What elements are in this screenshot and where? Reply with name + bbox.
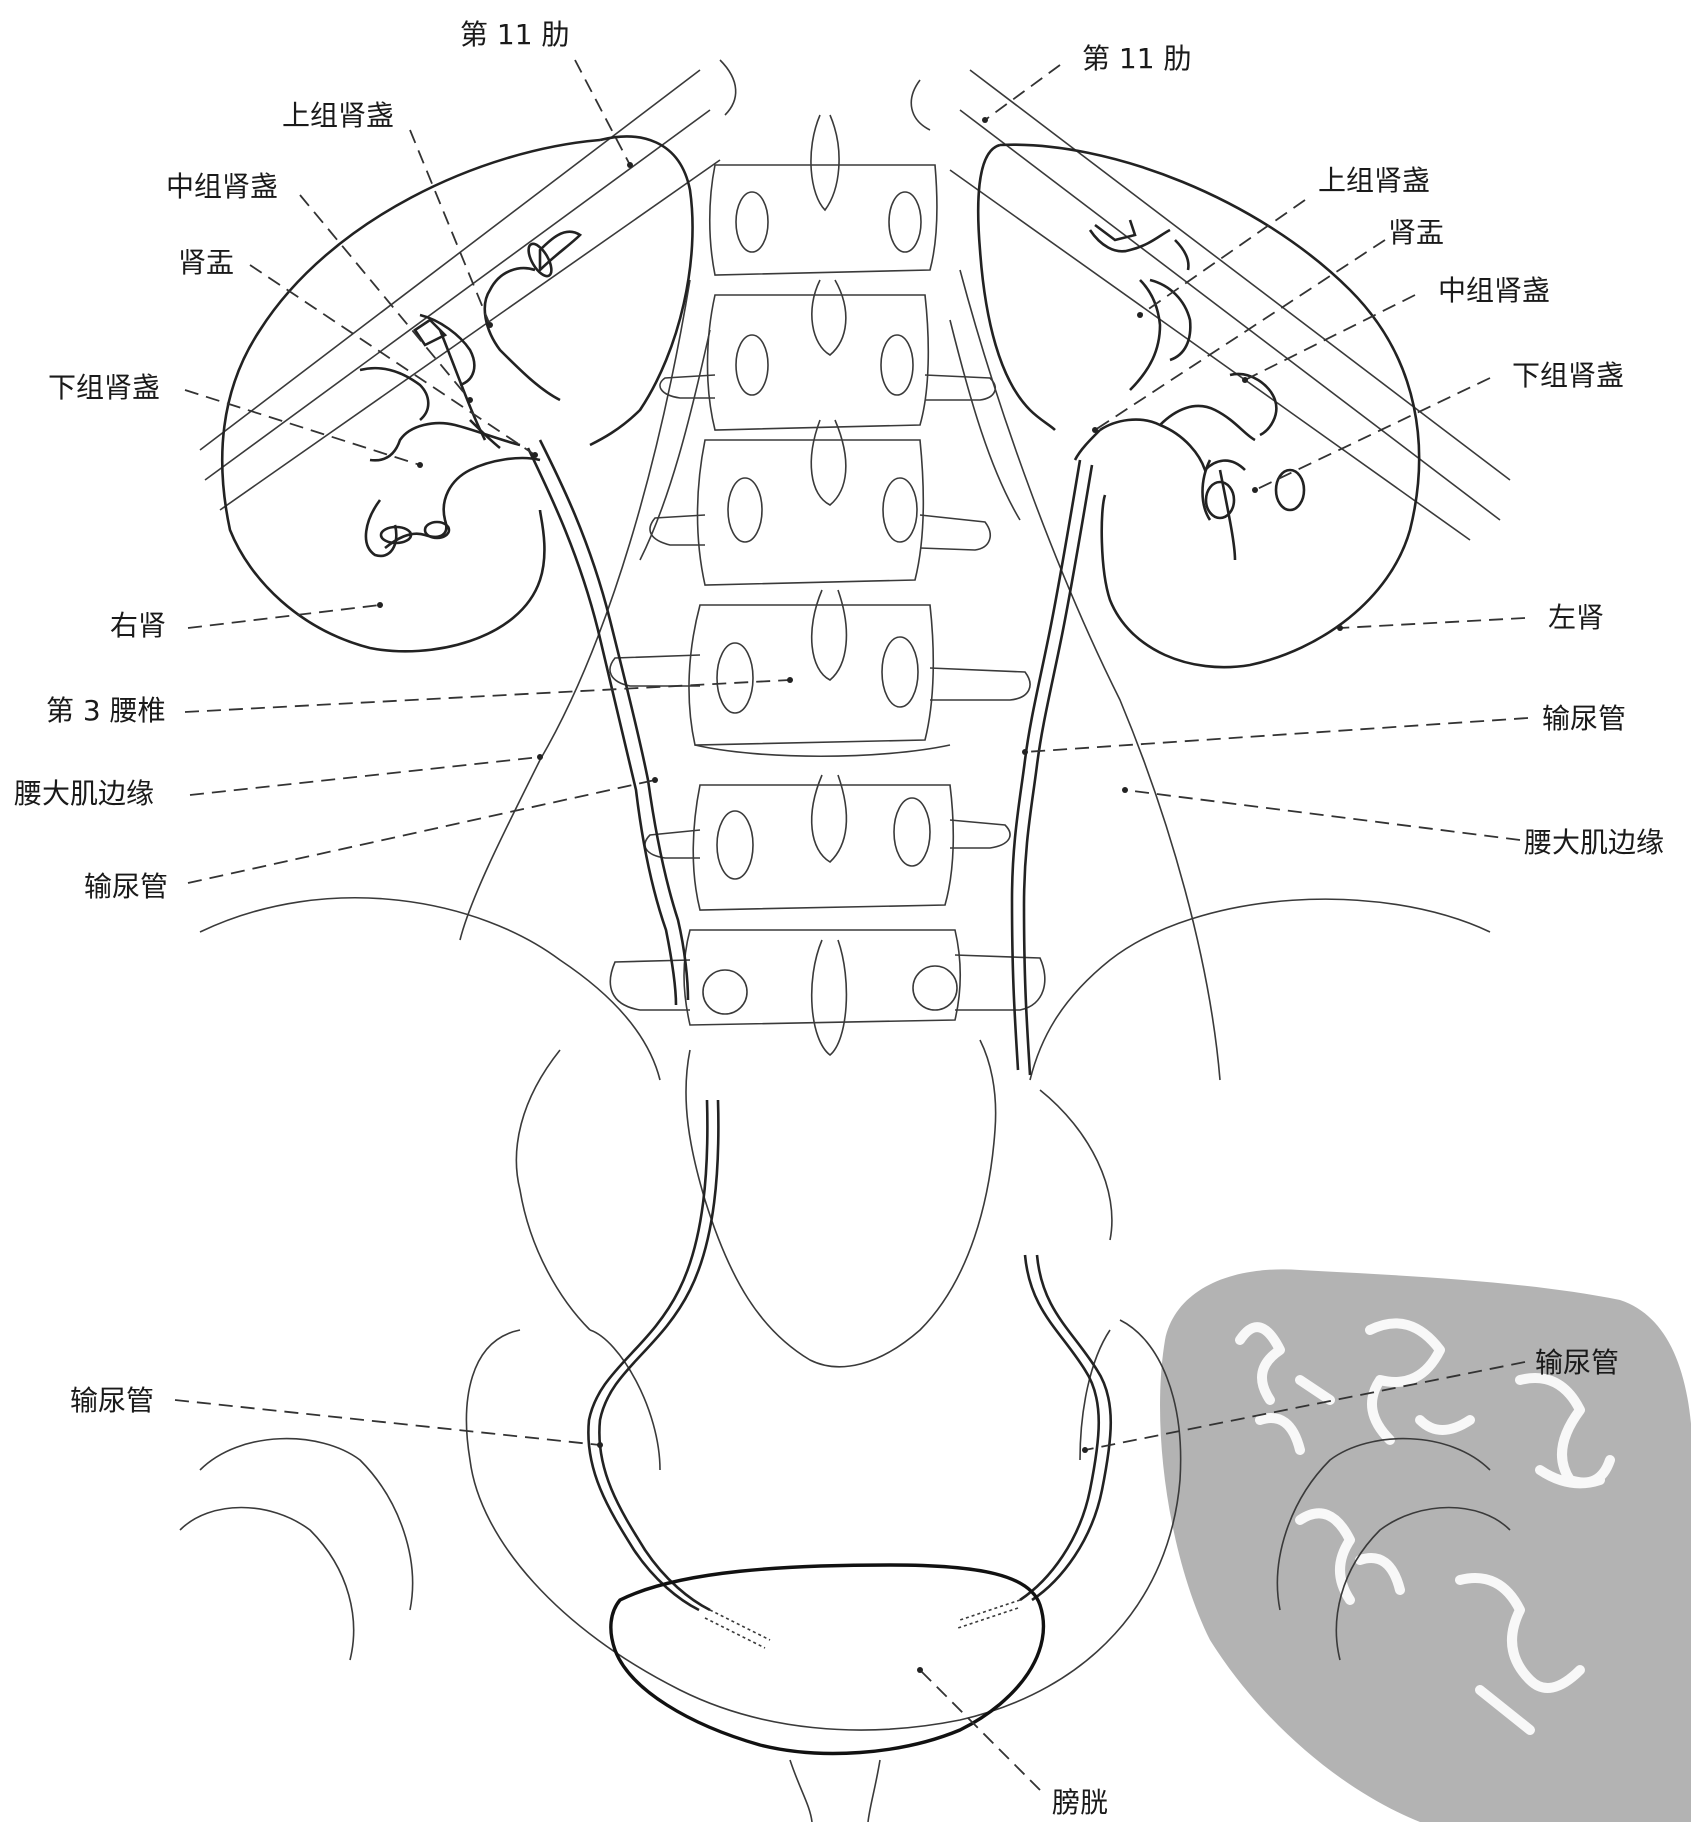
label-left-kidney: 左肾 [1548, 601, 1604, 634]
label-ureter-left-upper: 输尿管 [1542, 702, 1626, 735]
label-middle-calyx-right: 中组肾盏 [166, 170, 278, 203]
bladder [611, 1565, 1044, 1753]
label-upper-calyx-right: 上组肾盏 [282, 99, 394, 132]
label-psoas-margin-left: 腰大肌边缘 [1524, 826, 1664, 859]
label-ureter-right-upper: 输尿管 [84, 870, 168, 903]
label-ureter-right-lower: 输尿管 [70, 1384, 154, 1417]
label-lower-calyx-right: 下组肾盏 [48, 371, 160, 404]
label-middle-calyx-left: 中组肾盏 [1438, 274, 1550, 307]
label-bladder: 膀胱 [1052, 1786, 1108, 1819]
label-upper-calyx-left: 上组肾盏 [1318, 164, 1430, 197]
left-kidney [978, 145, 1419, 667]
label-pelvis-left: 肾盂 [1388, 216, 1444, 249]
lumbar-spine [610, 115, 1045, 1367]
label-right-kidney: 右肾 [110, 609, 166, 642]
psoas-margins [460, 270, 1220, 1080]
label-rib11-right: 第 11 肋 [460, 18, 569, 51]
ureters [528, 440, 1111, 1648]
right-kidney [222, 137, 692, 652]
label-rib11-left: 第 11 肋 [1082, 42, 1191, 75]
label-pelvis-right: 肾盂 [178, 246, 234, 279]
label-l3-vertebra: 第 3 腰椎 [46, 694, 166, 727]
label-psoas-margin-right: 腰大肌边缘 [14, 777, 154, 810]
label-lower-calyx-left: 下组肾盏 [1512, 359, 1624, 392]
label-ureter-left-lower: 输尿管 [1535, 1346, 1619, 1379]
ribs [200, 60, 1510, 540]
